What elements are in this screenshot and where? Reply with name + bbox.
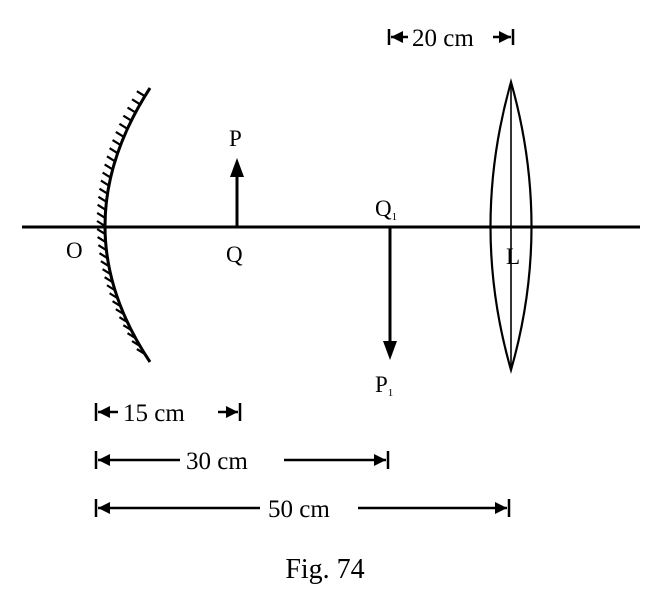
mirror-hatch-mark xyxy=(118,122,129,130)
mirror-hatch-mark xyxy=(136,90,146,98)
label-p1-main: P xyxy=(375,372,388,397)
mirror-hatch-mark xyxy=(109,292,119,300)
mirror-hatch-mark xyxy=(102,171,112,179)
mirror-hatch-mark xyxy=(97,244,107,252)
mirror-hatch-mark xyxy=(96,228,106,235)
mirror-hatch-mark xyxy=(118,316,129,324)
mirror-hatch-mark xyxy=(97,236,107,244)
mirror-hatch-mark xyxy=(126,106,137,114)
label-p1-sub: 1 xyxy=(388,387,394,399)
label-o: O xyxy=(66,238,83,263)
mirror-hatch-mark xyxy=(111,300,122,308)
dimension-50cm: 50 cm xyxy=(94,496,511,523)
mirror-hatch-mark xyxy=(131,98,141,106)
mirror-hatch-mark xyxy=(100,179,110,187)
mirror-hatch-mark xyxy=(97,203,107,211)
label-l: L xyxy=(506,244,520,269)
mirror-hatch-mark xyxy=(122,114,132,122)
mirror-hatch-mark xyxy=(98,187,109,195)
mirror-hatch-mark xyxy=(100,260,110,268)
label-q1-sub: 1 xyxy=(392,211,398,223)
convex-lens xyxy=(489,77,533,374)
dim-label-15cm: 15 cm xyxy=(123,400,185,427)
label-p1: P1 xyxy=(375,372,393,399)
mirror-hatch-mark xyxy=(104,163,114,171)
dimension-30cm: 30 cm xyxy=(94,448,390,475)
label-q: Q xyxy=(226,242,243,267)
image-arrow-p1q1 xyxy=(383,227,397,360)
figure-caption: Fig. 74 xyxy=(285,554,364,585)
mirror-hatch-mark xyxy=(104,276,114,284)
mirror-hatch-mark xyxy=(131,340,141,348)
mirror-hatch-mark xyxy=(98,252,109,260)
mirror-hatch-mark xyxy=(96,212,106,219)
mirror-hatch-mark xyxy=(109,147,119,155)
mirror-hatch-mark xyxy=(115,131,125,138)
mirror-hatch-mark xyxy=(106,155,116,163)
concave-mirror xyxy=(96,87,152,363)
label-q1-main: Q xyxy=(375,196,392,221)
label-p: P xyxy=(229,126,242,151)
mirror-hatch-mark xyxy=(96,220,106,227)
mirror-hatch-mark xyxy=(111,139,122,146)
mirror-hatch-mark xyxy=(126,332,137,340)
mirror-hatching xyxy=(96,90,146,355)
dimension-15cm: 15 cm xyxy=(94,400,242,427)
mirror-hatch-mark xyxy=(122,324,132,332)
object-arrow-pq xyxy=(230,158,244,227)
mirror-hatch-mark xyxy=(102,268,112,276)
mirror-hatch-mark xyxy=(115,308,125,316)
label-q1: Q1 xyxy=(375,196,397,223)
dimension-20cm: 20 cm xyxy=(387,25,515,52)
dim-label-20cm: 20 cm xyxy=(412,25,474,52)
dim-label-50cm: 50 cm xyxy=(268,496,330,523)
mirror-hatch-mark xyxy=(136,348,146,355)
mirror-hatch-mark xyxy=(106,284,116,292)
dim-label-30cm: 30 cm xyxy=(186,448,248,475)
mirror-hatch-mark xyxy=(97,195,107,203)
